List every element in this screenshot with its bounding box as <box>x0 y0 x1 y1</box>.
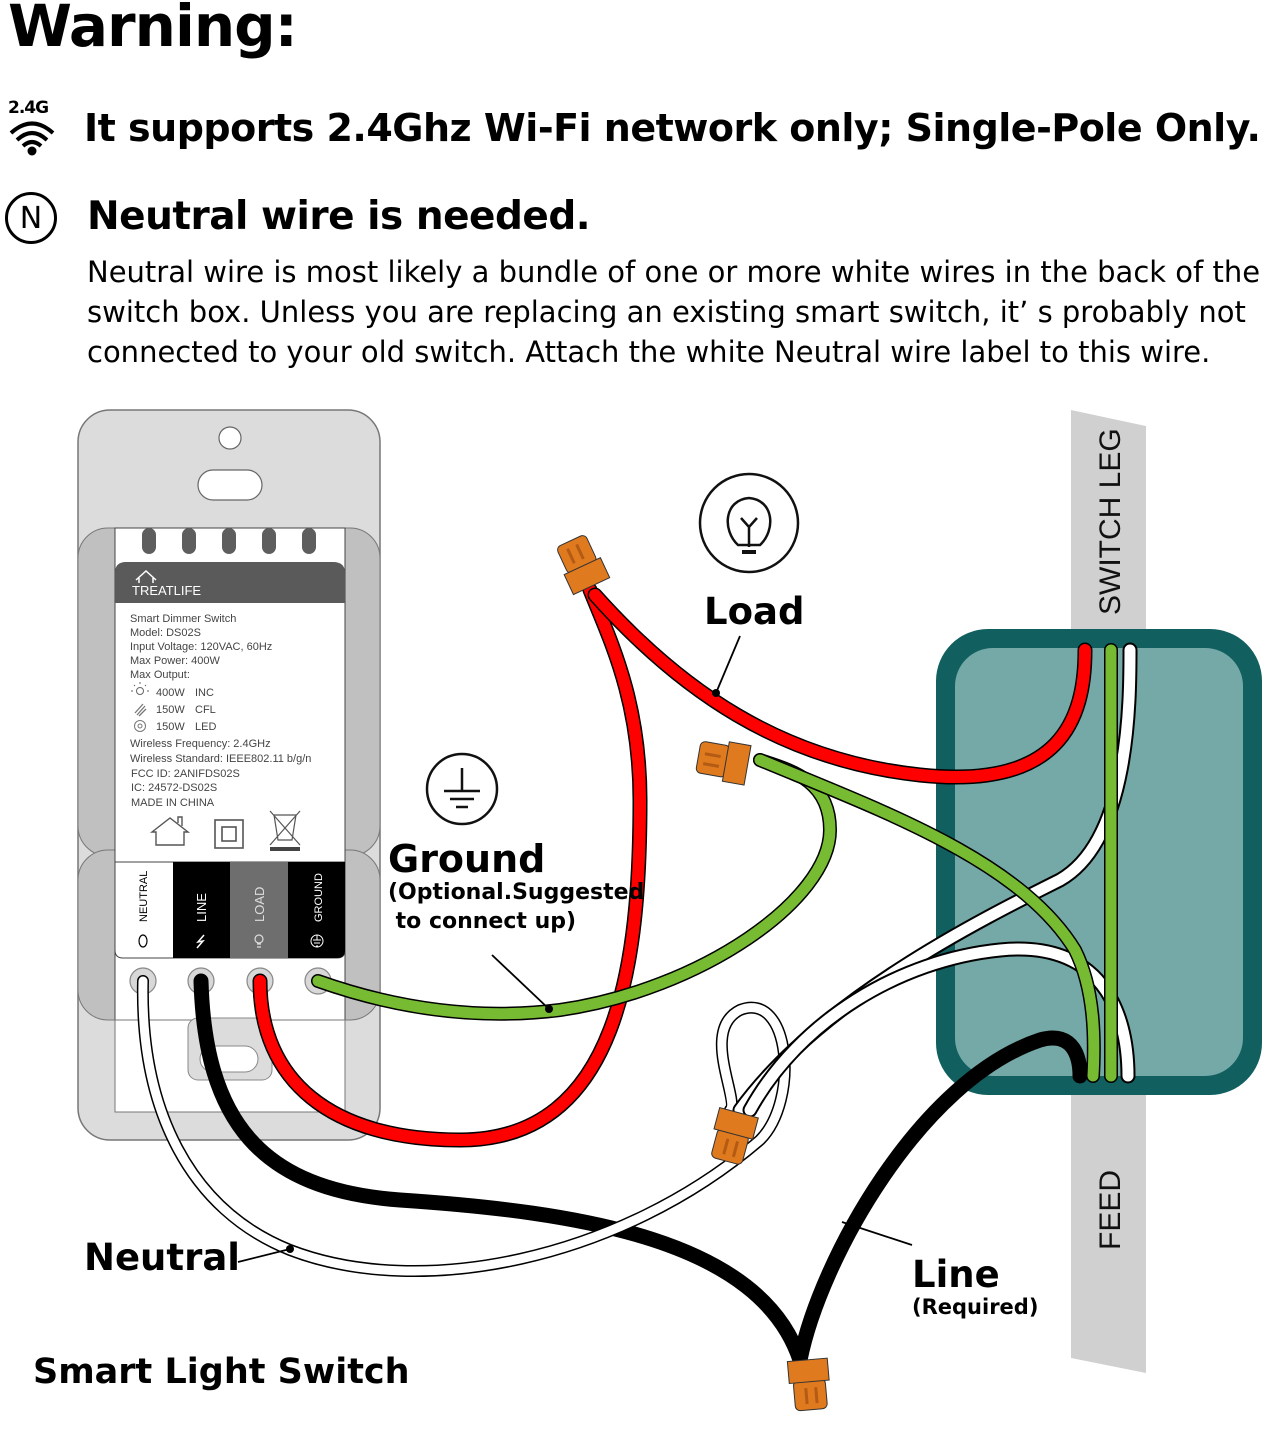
terminal-label-ground: GROUND <box>313 873 325 922</box>
output-watts: 150W <box>156 704 185 716</box>
ground-wire-feed <box>754 754 1100 1082</box>
load-label: Load <box>704 590 804 633</box>
light-bulb-icon <box>698 472 800 574</box>
wire-nut-line <box>786 1357 830 1412</box>
spec-line: Max Power: 400W <box>130 655 220 667</box>
spec-line: MADE IN CHINA <box>131 797 215 809</box>
brand-name: TREATLIFE <box>132 583 201 598</box>
ground-note: (Optional.Suggested <box>388 880 644 905</box>
indoor-use-house-icon <box>149 816 191 846</box>
weee-disposal-icon <box>269 810 301 851</box>
terminal-label-load: LOAD <box>252 887 267 922</box>
wifi-2-4g-icon: 2.4G <box>6 98 58 158</box>
output-type: INC <box>195 687 214 699</box>
smart-switch-device: TREATLIFE Smart Dimmer Switch Model: DS0… <box>77 409 381 1141</box>
line-leader-line <box>841 1221 913 1246</box>
warning-title: Warning: <box>8 0 298 60</box>
feed-label: FEED <box>1094 1170 1127 1250</box>
ground-terminal-icon <box>310 934 324 948</box>
switch-leg-label: SWITCH LEG <box>1094 428 1127 615</box>
neutral-description: Neutral wire is most likely a bundle of … <box>87 252 1267 372</box>
feed-conduit <box>1071 1090 1146 1373</box>
diagram-caption: Smart Light Switch <box>33 1352 410 1392</box>
junction-box-interior <box>955 648 1243 1076</box>
spec-line: Wireless Frequency: 2.4GHz <box>130 738 271 750</box>
wiring-diagram: SWITCH LEG FEED TREATLIFE Smart Dimmer S… <box>33 409 1262 1412</box>
spec-line: Input Voltage: 120VAC, 60Hz <box>130 641 272 653</box>
led-bulb-icon <box>134 720 146 732</box>
ground-label: Ground <box>388 837 545 881</box>
bulb-terminal-icon <box>254 934 264 948</box>
output-watts: 150W <box>156 721 185 733</box>
ground-leader-line <box>491 954 550 1010</box>
ground-note: to connect up) <box>388 909 576 934</box>
output-watts: 400W <box>156 687 185 699</box>
ground-wire-switch <box>312 754 836 1020</box>
terminal-label-line: LINE <box>194 893 209 922</box>
spec-line: Model: DS02S <box>130 627 201 639</box>
wifi-signal-icon <box>9 121 55 156</box>
wifi-band-label: 2.4G <box>8 98 49 118</box>
spec-line: FCC ID: 2ANIFDS02S <box>131 768 240 780</box>
neutral-description-line: switch box. Unless you are replacing an … <box>87 295 1246 329</box>
neutral-wire-switch <box>138 976 790 1276</box>
neutral-description-line: Neutral wire is most likely a bundle of … <box>87 255 1261 289</box>
wire-nut-ground <box>695 741 752 786</box>
line-wire-switch <box>193 973 808 1368</box>
load-wire-leg <box>589 589 1091 783</box>
spec-line: Smart Dimmer Switch <box>130 613 236 625</box>
spec-line: Wireless Standard: IEEE802.11 b/g/n <box>130 753 311 765</box>
spec-line: Max Output: <box>130 669 190 681</box>
neutral-leader-line <box>237 1248 291 1263</box>
incandescent-bulb-icon <box>131 682 149 695</box>
output-type: CFL <box>195 704 216 716</box>
cfl-bulb-icon <box>134 703 147 717</box>
wire-nut-load <box>557 535 611 596</box>
neutral-label: Neutral <box>84 1236 240 1279</box>
neutral-description-line: connected to your old switch. Attach the… <box>87 335 1211 369</box>
neutral-leader-dot <box>286 1245 294 1253</box>
load-leader-line <box>715 635 741 694</box>
terminal-label-neutral: NEUTRAL <box>138 871 150 922</box>
load-leader-dot <box>712 689 720 697</box>
output-type: LED <box>195 721 216 733</box>
wifi-notice: It supports 2.4Ghz Wi-Fi network only; S… <box>84 106 1261 150</box>
treatlife-logo-icon <box>135 569 157 583</box>
lightning-icon <box>196 934 205 949</box>
double-insulation-icon <box>214 819 244 849</box>
neutral-n-icon: N <box>5 192 57 244</box>
line-label: Line <box>912 1253 1000 1296</box>
ground-leader-dot <box>545 1005 553 1013</box>
line-wire-feed <box>792 1030 1088 1368</box>
spec-line: IC: 24572-DS02S <box>131 782 217 794</box>
ground-symbol-icon <box>425 752 499 826</box>
load-wire-switch <box>254 584 647 1147</box>
neutral-terminal-icon <box>138 934 148 948</box>
neutral-heading: Neutral wire is needed. <box>87 194 591 239</box>
brand-bar <box>115 562 345 603</box>
wire-nut-neutral <box>711 1107 759 1165</box>
line-note: (Required) <box>912 1295 1038 1319</box>
switch-leg-conduit <box>1071 410 1146 640</box>
